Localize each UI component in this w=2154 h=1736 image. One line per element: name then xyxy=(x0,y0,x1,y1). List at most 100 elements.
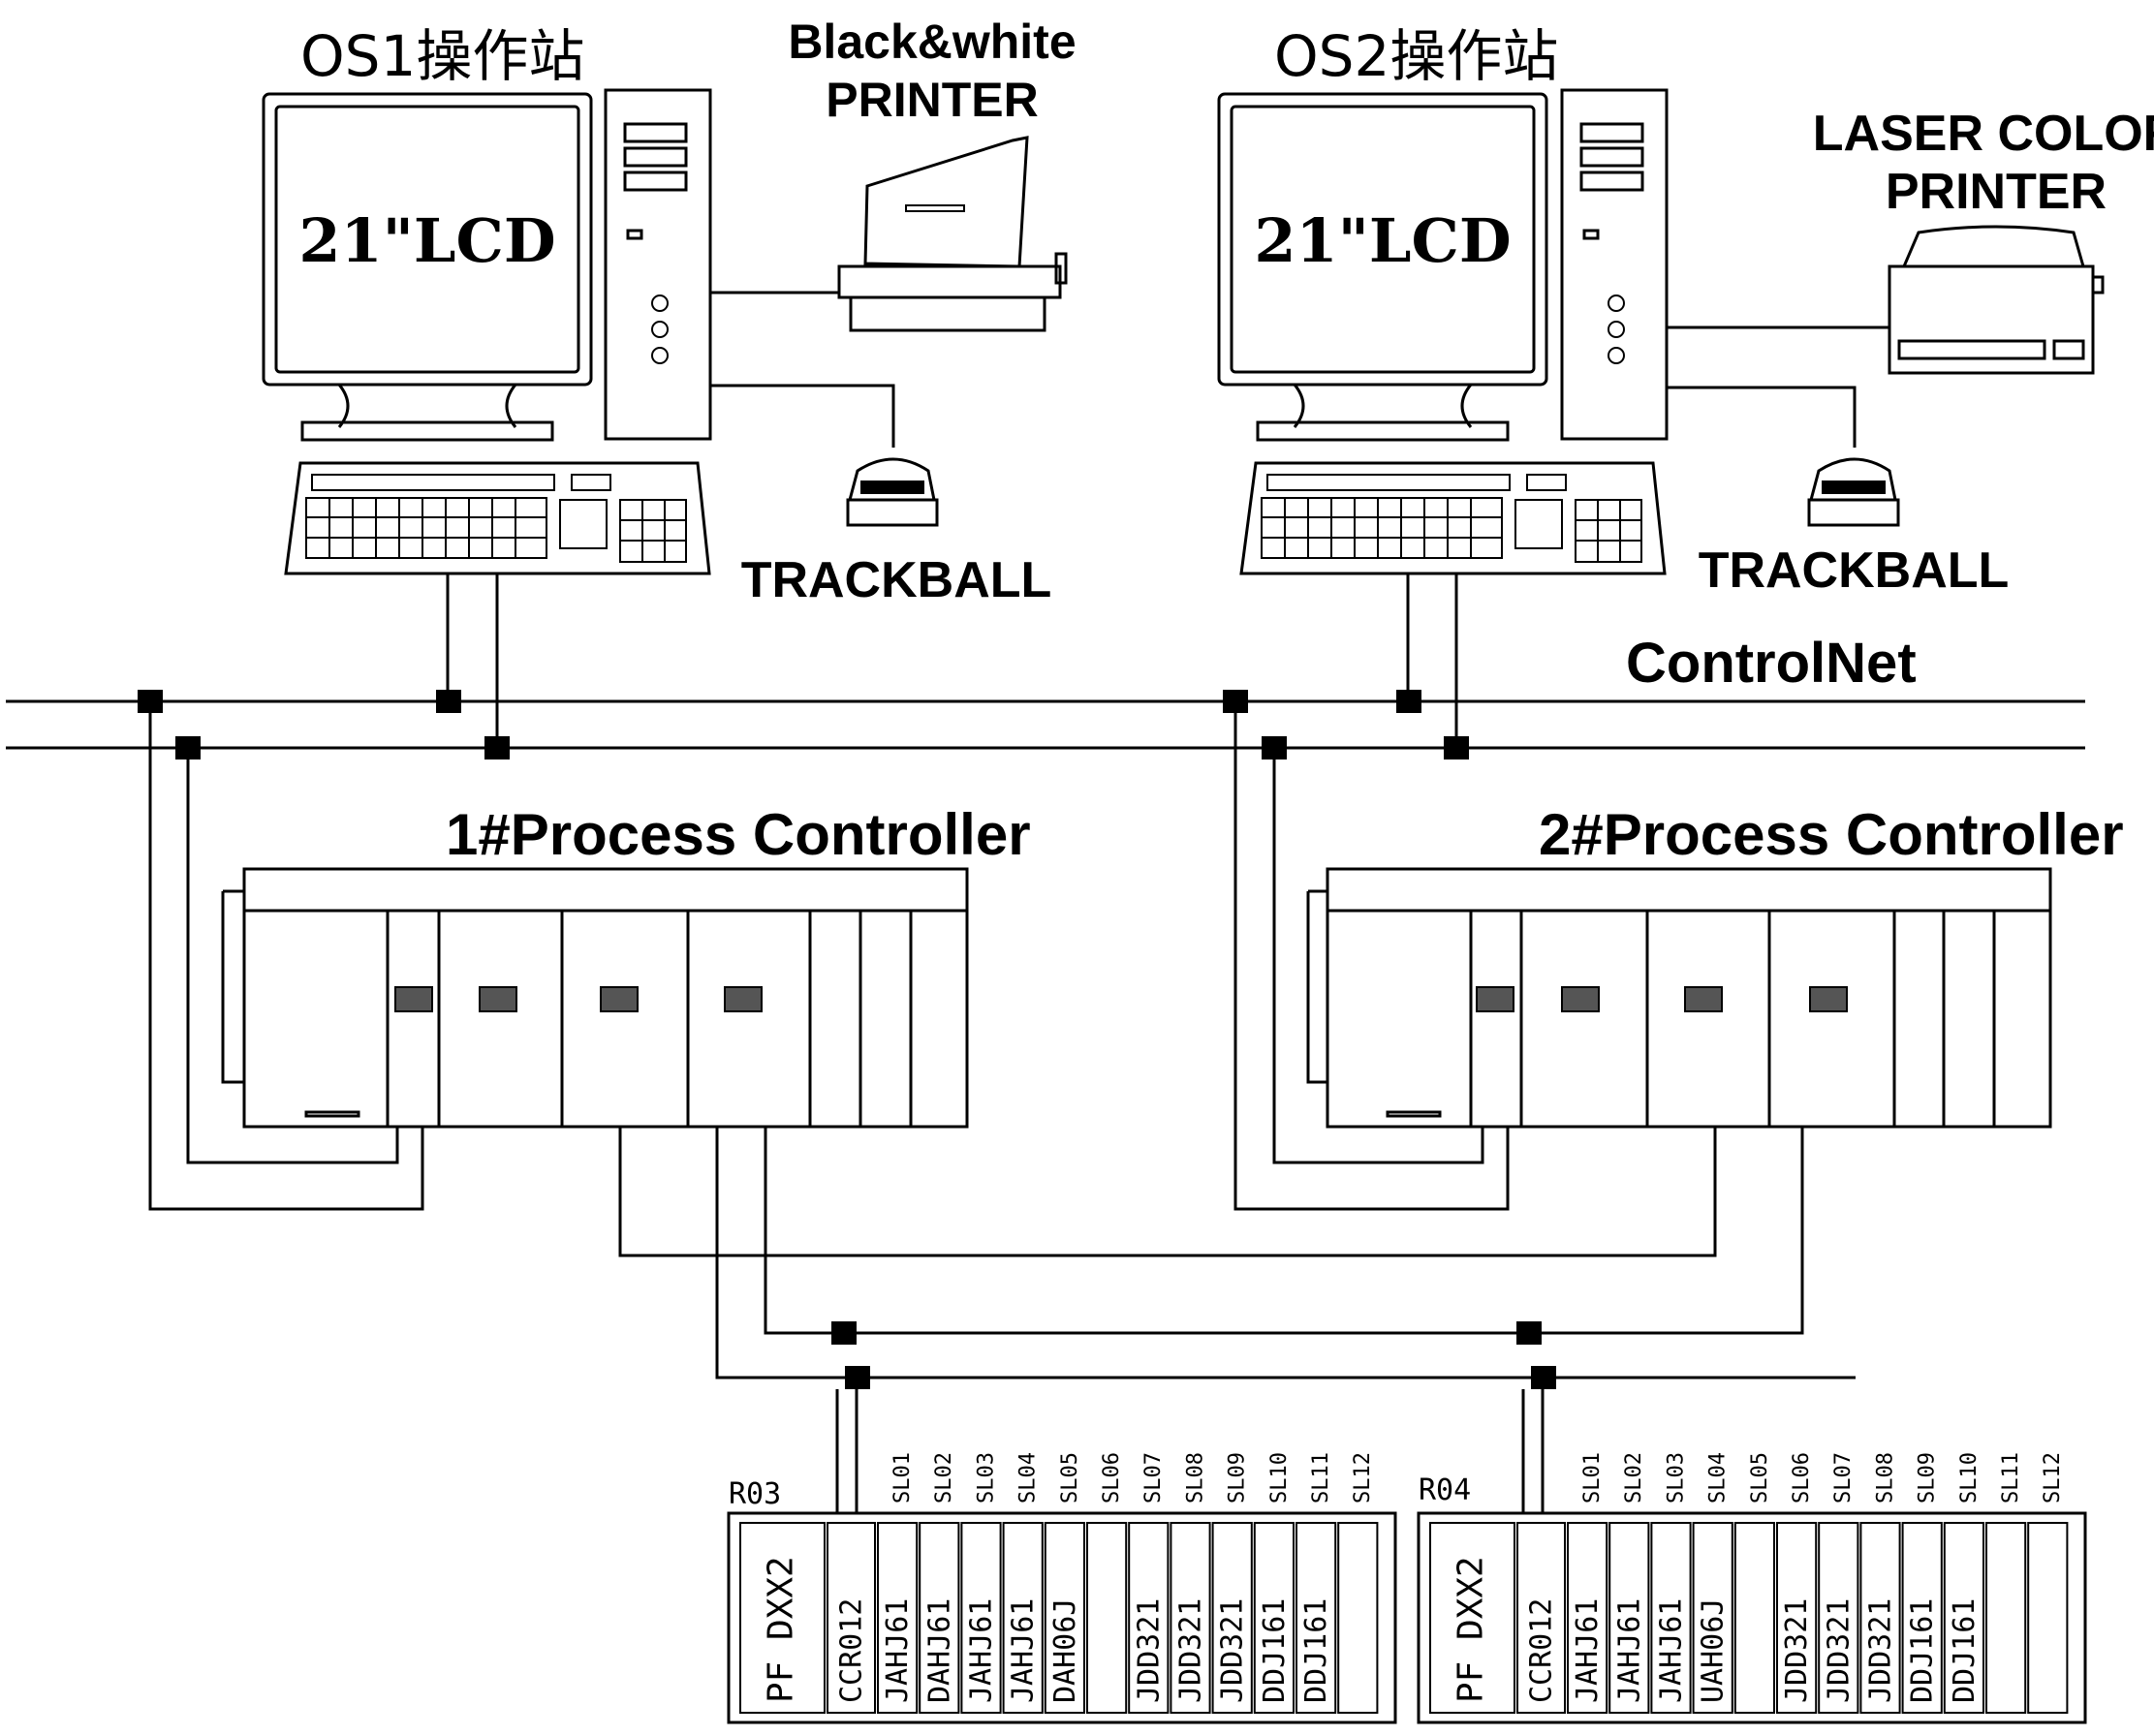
rack-module-slot xyxy=(1985,1522,2027,1714)
rack-slot-label: SL09 xyxy=(1916,1452,1940,1504)
os2-trackball-label: TRACKBALL xyxy=(1699,542,2010,599)
rack-module-slot xyxy=(1516,1522,1566,1714)
rack-module-slot xyxy=(1567,1522,1608,1714)
rack-slot-label: SL08 xyxy=(1183,1452,1207,1504)
rack-slot-label: SL05 xyxy=(1748,1452,1772,1504)
rack-module-slot xyxy=(919,1522,960,1714)
rack-module-label: JAHJ61 xyxy=(965,1598,999,1703)
os2-workstation: OS2操作站 21"LCD LA xyxy=(1217,23,2154,599)
rack-module-label: JAHJ61 xyxy=(1007,1598,1041,1703)
rack-slot-label: SL04 xyxy=(1016,1452,1041,1504)
rack-module-slot xyxy=(1818,1522,1859,1714)
os2-title: OS2操作站 xyxy=(1274,23,1558,89)
os1-title: OS1操作站 xyxy=(300,23,584,89)
rack-slot-label: SL06 xyxy=(1790,1452,1814,1504)
rack-module-label: DDJ161 xyxy=(1906,1598,1940,1703)
rack-module-slot xyxy=(1733,1522,1776,1714)
rack-module-slot xyxy=(1859,1522,1901,1714)
process-controller-1: 1#Process Controller xyxy=(221,802,1031,1129)
io-bus-links xyxy=(618,1127,1856,1513)
rack-slot-label: SL12 xyxy=(1351,1452,1375,1504)
os2-printer-label-line1: LASER COLOR xyxy=(1813,106,2154,162)
rack-module-label: JDD321 xyxy=(1864,1598,1898,1703)
rack-slot-label: SL03 xyxy=(974,1452,998,1504)
rack-slot-label: SL11 xyxy=(1999,1452,2023,1504)
rack-module-slot xyxy=(1253,1522,1296,1714)
rack-slot-label: SL12 xyxy=(2041,1452,2065,1504)
os1-monitor: 21"LCD xyxy=(262,92,593,442)
os2-monitor: 21"LCD xyxy=(1217,92,1548,442)
rack-module-label: JAHJ61 xyxy=(1612,1598,1646,1703)
rack-slot-label: SL09 xyxy=(1226,1452,1250,1504)
rack-module-slot xyxy=(1211,1522,1253,1714)
rack-slot-label: SL02 xyxy=(932,1452,956,1504)
process-controller-2: 2#Process Controller xyxy=(1306,802,2124,1129)
rack-module-label: UAH06J xyxy=(1697,1598,1731,1703)
os2-printer: LASER COLOR PRINTER xyxy=(1813,106,2154,375)
rack-module-slot xyxy=(2027,1522,2069,1714)
rack-module-label: JDD321 xyxy=(1780,1598,1814,1703)
rack-module-slot xyxy=(1901,1522,1943,1714)
rack-module-label: DDJ161 xyxy=(1948,1598,1982,1703)
os1-printer: Black&white PRINTER xyxy=(788,15,1077,332)
rack-slot-label: SL10 xyxy=(1267,1452,1292,1504)
rack-module-slot xyxy=(1943,1522,1985,1714)
rack-module-slot xyxy=(739,1522,826,1714)
rack-module-label: JAHJ61 xyxy=(1655,1598,1689,1703)
os1-trackball-label: TRACKBALL xyxy=(741,552,1052,608)
rack-module-slot xyxy=(1044,1522,1086,1714)
rack-module-label: JDD321 xyxy=(1174,1598,1208,1703)
rack-slot-label: SL10 xyxy=(1957,1452,1982,1504)
rack-slot-label: SL01 xyxy=(890,1452,915,1504)
rack-r04-name: R04 xyxy=(1419,1473,1471,1507)
rack-module-slot xyxy=(960,1522,1002,1714)
rack-module-slot xyxy=(827,1522,876,1714)
rack-slot-label: SL02 xyxy=(1622,1452,1646,1504)
rack-slot-label: SL11 xyxy=(1309,1452,1333,1504)
rack-module-label: CCR012 xyxy=(835,1598,869,1703)
rack-slot-label: SL08 xyxy=(1873,1452,1897,1504)
os2-keyboard xyxy=(1239,461,1667,575)
rack-slot-label: SL07 xyxy=(1831,1452,1856,1504)
os1-keyboard xyxy=(284,461,711,575)
rack-module-label: PF DXX2 xyxy=(1452,1556,1491,1703)
rack-module-slot xyxy=(1170,1522,1211,1714)
rack-module-slot xyxy=(877,1522,919,1714)
rack-slot-label: SL06 xyxy=(1100,1452,1124,1504)
controlnet-bus: ControlNet xyxy=(6,574,2085,760)
rack-module-slot xyxy=(1429,1522,1515,1714)
rack-module-label: JDD321 xyxy=(1216,1598,1250,1703)
rack-module-label: DAH06J xyxy=(1048,1598,1082,1703)
rack-module-slot xyxy=(1650,1522,1692,1714)
rack-module-label: DDJ161 xyxy=(1258,1598,1292,1703)
rack-module-label: DDJ161 xyxy=(1299,1598,1333,1703)
rack-module-slot xyxy=(1692,1522,1733,1714)
rack-module-label: PF DXX2 xyxy=(762,1556,801,1703)
os1-printer-label-line2: PRINTER xyxy=(826,73,1038,127)
rack-module-slot xyxy=(1296,1522,1337,1714)
rack-r03-name: R03 xyxy=(729,1477,781,1511)
os2-printer-label-line2: PRINTER xyxy=(1886,164,2107,220)
os1-monitor-label: 21"LCD xyxy=(298,205,555,276)
os1-trackball: TRACKBALL xyxy=(741,457,1052,608)
controller-network-links xyxy=(148,713,1510,1211)
os1-tower xyxy=(604,88,712,441)
controller-1-label: 1#Process Controller xyxy=(446,802,1031,867)
rack-module-label: CCR012 xyxy=(1525,1598,1559,1703)
os1-printer-label-line1: Black&white xyxy=(788,15,1076,69)
controller-2-label: 2#Process Controller xyxy=(1539,802,2124,867)
rack-slot-label: SL05 xyxy=(1058,1452,1082,1504)
controlnet-label: ControlNet xyxy=(1626,632,1917,695)
rack-slot-label: SL01 xyxy=(1580,1452,1605,1504)
os1-workstation: OS1操作站 21"LCD xyxy=(262,15,1077,608)
rack-slot-label: SL04 xyxy=(1706,1452,1731,1504)
rack-module-label: JDD321 xyxy=(1132,1598,1166,1703)
os2-monitor-label: 21"LCD xyxy=(1254,205,1511,276)
rack-module-slot xyxy=(1086,1522,1128,1714)
rack-module-label: JAHJ61 xyxy=(881,1598,915,1703)
